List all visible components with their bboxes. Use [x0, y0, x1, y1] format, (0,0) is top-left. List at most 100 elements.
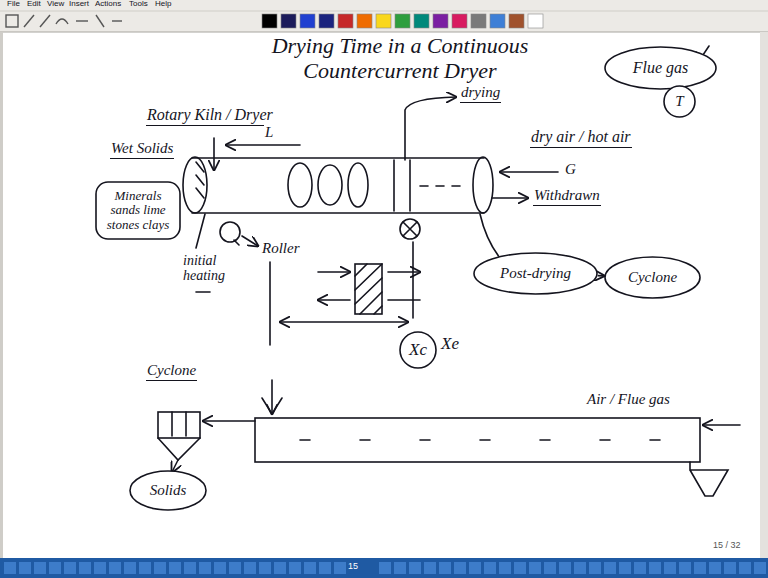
menu-item: Actions: [94, 0, 122, 9]
rotary-cylinder: [183, 157, 493, 213]
status-segment: [604, 562, 616, 574]
node-label: T: [675, 93, 683, 110]
node-label: Xc: [409, 341, 427, 360]
menu-item: Tools: [128, 0, 149, 9]
sketch-label: initial heating: [182, 253, 240, 284]
page-number: 15 / 32: [712, 541, 742, 551]
sketch-ellipse: Post-drying: [473, 252, 598, 295]
node-text: Cyclone: [628, 269, 677, 286]
cyclone-symbol: [158, 412, 200, 460]
status-segment: [124, 562, 136, 574]
node-text: Post-drying: [500, 265, 571, 282]
toolbar-rule: [0, 32, 768, 33]
sketch-label: Cyclone: [146, 362, 197, 381]
status-segment: [619, 562, 631, 574]
status-segment: [304, 562, 316, 574]
sketch-label: L: [264, 124, 274, 141]
node-label: Cyclone: [628, 269, 677, 286]
status-segment: [199, 562, 211, 574]
status-segment: [394, 562, 406, 574]
roller-support: [400, 219, 420, 239]
color-swatch: [262, 14, 277, 28]
sketch-label: Roller: [261, 240, 301, 257]
status-segment: [454, 562, 466, 574]
status-segment: [319, 562, 331, 574]
sketch-label: dry air / hot air: [530, 128, 632, 148]
color-swatch: [376, 14, 391, 28]
outline: [96, 182, 180, 239]
status-segment: [739, 562, 751, 574]
page-number: 15: [347, 562, 359, 572]
outline: [400, 332, 436, 368]
status-bar: [0, 558, 768, 578]
node-text: T: [675, 93, 683, 110]
status-segment: [409, 562, 421, 574]
length-arrow: [226, 144, 300, 146]
menu-item: File: [6, 0, 21, 9]
status-segment: [49, 562, 61, 574]
sketch-label: Air / Flue gas: [586, 391, 671, 408]
status-segment: [109, 562, 121, 574]
outline: [664, 86, 695, 117]
roller-support: [220, 222, 240, 242]
node-text: Flue gas: [633, 59, 689, 77]
menu-item: Edit: [26, 0, 42, 9]
feed-arrow: [213, 138, 215, 170]
toolbar: [0, 0, 768, 32]
dimension-arrow: [280, 321, 408, 323]
roller-support: [403, 222, 417, 236]
status-segment: [754, 562, 766, 574]
leader-line: [196, 214, 205, 248]
node-text: Xc: [409, 341, 427, 360]
status-segment: [664, 562, 676, 574]
outline: [130, 471, 206, 510]
node-label: Flue gas: [633, 59, 689, 77]
connector-arrow: [598, 275, 604, 277]
scrollbar: [760, 32, 768, 558]
flux-arrow: [388, 299, 420, 301]
sketch-circle: Xc: [399, 331, 437, 369]
menu-item: Help: [154, 0, 172, 9]
status-segment: [484, 562, 496, 574]
sketch-ellipse: Cyclone: [604, 256, 701, 299]
status-segment: [4, 562, 16, 574]
color-swatch: [471, 14, 486, 28]
status-segment: [94, 562, 106, 574]
gas-inlet-arrow: [703, 424, 740, 426]
status-segment: [379, 562, 391, 574]
status-segment: [79, 562, 91, 574]
solids-outlet: [172, 460, 178, 472]
sketch-ellipse: Solids: [129, 470, 207, 511]
sketch-box: Minerals sands lime stones clays: [95, 181, 181, 240]
tool-icons: [6, 15, 122, 27]
status-segment: [679, 562, 691, 574]
flux-arrow: [318, 271, 350, 273]
status-segment: [709, 562, 721, 574]
color-swatch: [528, 14, 543, 28]
sketch-label: drying: [460, 84, 501, 103]
menu-item: Insert: [68, 0, 90, 9]
color-swatch: [433, 14, 448, 28]
status-segment: [439, 562, 451, 574]
color-swatch: [319, 14, 334, 28]
flow-line: [480, 214, 500, 258]
frame-edge: [0, 32, 3, 558]
sketch-label: Rotary Kiln / Dryer: [146, 106, 274, 126]
status-segment: [19, 562, 31, 574]
feed-arrow: [271, 380, 273, 414]
node-text: Solids: [150, 482, 187, 499]
color-swatch: [414, 14, 429, 28]
sketch-label: Xe: [440, 335, 460, 354]
sketch-label: Withdrawn: [533, 187, 601, 206]
color-palette: [262, 14, 543, 28]
status-segment: [64, 562, 76, 574]
status-segments: [4, 562, 766, 574]
flux-arrow: [318, 299, 350, 301]
status-segment: [724, 562, 736, 574]
color-swatch: [452, 14, 467, 28]
status-segment: [574, 562, 586, 574]
status-segment: [244, 562, 256, 574]
status-segment: [184, 562, 196, 574]
status-segment: [424, 562, 436, 574]
status-segment: [559, 562, 571, 574]
